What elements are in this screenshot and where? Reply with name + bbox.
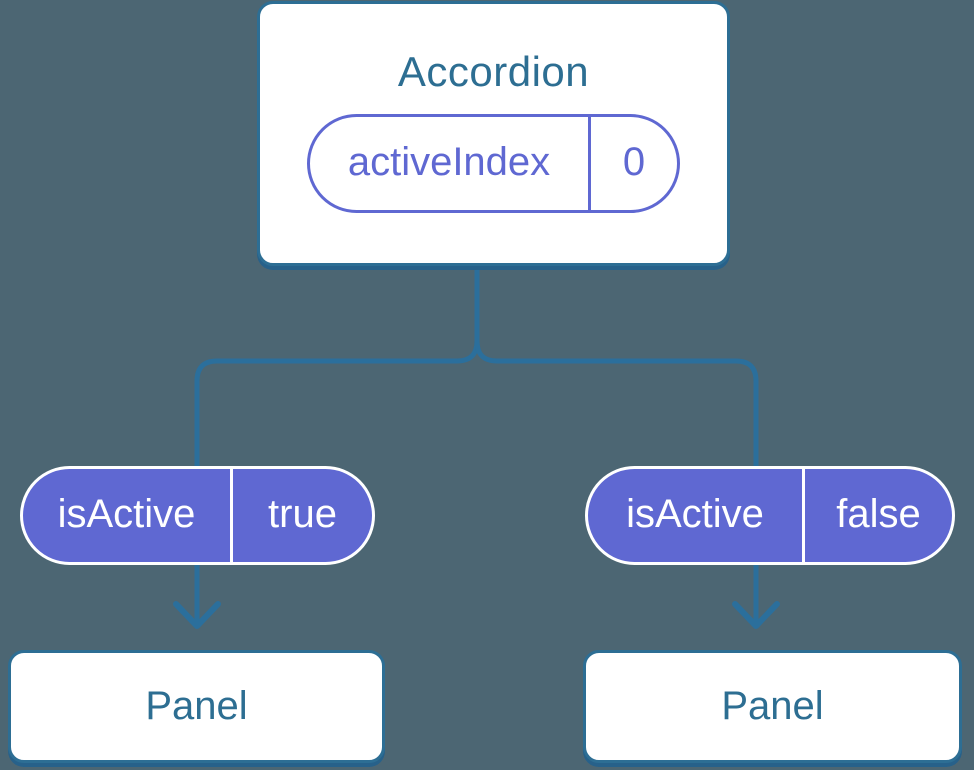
connector-branch-left bbox=[194, 263, 480, 625]
pill-divider bbox=[230, 469, 233, 562]
arrow-down-icon bbox=[173, 601, 221, 629]
prop-pill-value: false bbox=[836, 492, 921, 536]
prop-pill-label: isActive bbox=[57, 492, 196, 536]
state-pill: activeIndex 0 bbox=[307, 114, 680, 213]
accordion-title: Accordion bbox=[397, 48, 590, 95]
panel-title: Panel bbox=[145, 684, 248, 728]
pill-divider bbox=[588, 117, 591, 210]
pill-divider bbox=[802, 469, 805, 562]
panel-title: Panel bbox=[721, 684, 824, 728]
connector-branch-right bbox=[474, 263, 759, 625]
arrow-down-icon bbox=[732, 601, 780, 629]
prop-pill-value: true bbox=[268, 492, 337, 536]
prop-pill-label: isActive bbox=[626, 492, 764, 536]
state-pill-label: activeIndex bbox=[347, 140, 551, 184]
prop-pill-isactive-false: isActive false bbox=[585, 466, 955, 565]
accordion-node: Accordion activeIndex 0 bbox=[257, 1, 730, 266]
panel-node-left: Panel bbox=[8, 650, 385, 763]
panel-node-right: Panel bbox=[583, 650, 962, 763]
prop-pill-isactive-true: isActive true bbox=[20, 466, 375, 565]
state-pill-value: 0 bbox=[622, 140, 646, 184]
